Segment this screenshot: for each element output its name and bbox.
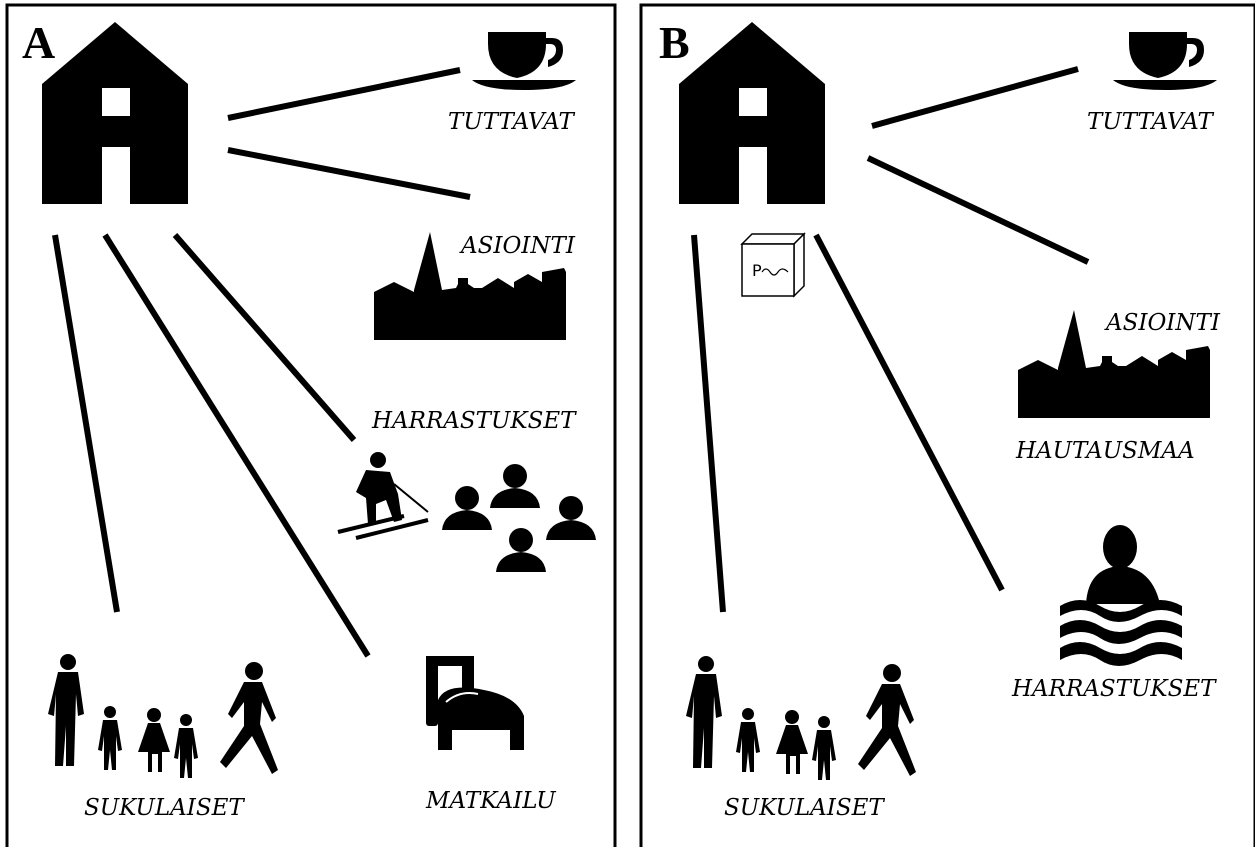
panel-b-frame (639, 3, 1255, 847)
panel-a: A TUTTAVAT ASIOINTI HARRASTUKSET (22, 17, 596, 821)
skier-icon (337, 452, 429, 540)
panel-a-letter: A (22, 17, 55, 68)
label-harrastukset: HARRASTUKSET (371, 408, 577, 434)
swimmer-icon (1060, 525, 1182, 666)
label-tuttavat: TUTTAVAT (448, 109, 575, 135)
svg-text:P: P (752, 261, 762, 280)
label-harrastukset: HARRASTUKSET (1011, 676, 1217, 702)
bed-icon (426, 656, 524, 750)
label-asiointi: ASIOINTI (459, 233, 576, 259)
house-icon (42, 22, 188, 204)
label-sukulaiset: SUKULAISET (724, 795, 885, 821)
label-hautausmaa: HAUTAUSMAA (1015, 438, 1195, 464)
panel-b-letter: B (659, 17, 690, 68)
label-sukulaiset: SUKULAISET (84, 795, 245, 821)
family-icon (48, 654, 278, 778)
family-icon (686, 656, 916, 780)
connector-lines (691, 66, 1090, 613)
connector-lines (52, 67, 471, 658)
coffee-cup-icon (1113, 32, 1217, 90)
panel-b: B TUTTAVAT P ASIOINTI HAUTAUSMAA (659, 17, 1221, 821)
panel-a-frame (5, 3, 617, 847)
label-matkailu: MATKAILU (425, 788, 557, 814)
label-asiointi: ASIOINTI (1104, 310, 1221, 336)
group-people-icon (442, 464, 596, 572)
mailbox-icon: P (740, 232, 806, 298)
house-icon (679, 22, 825, 204)
label-tuttavat: TUTTAVAT (1087, 109, 1214, 135)
coffee-cup-icon (472, 32, 576, 90)
